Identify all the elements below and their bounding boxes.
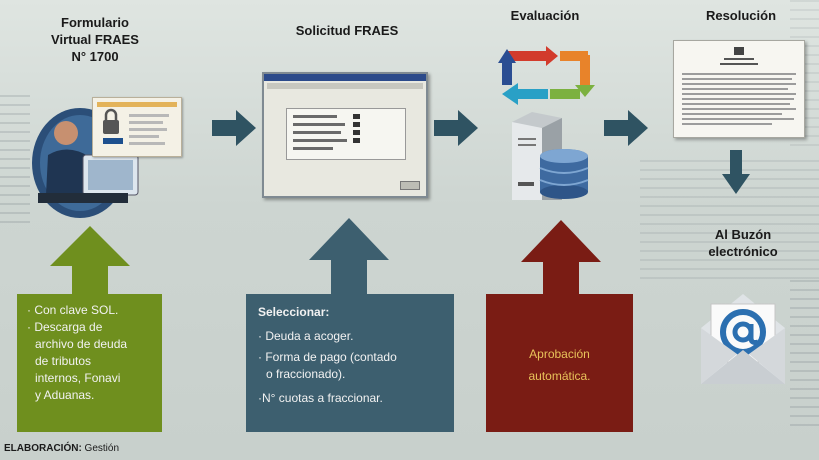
arrow-right-2 [434, 110, 478, 146]
solicitud-window [262, 72, 428, 198]
green-list: · Con clave SOL. · Descarga de archivo d… [27, 302, 152, 403]
arrow-right-1 [212, 110, 256, 146]
green-item: internos, Fonavi [35, 371, 121, 385]
up-arrow-blue [309, 218, 389, 294]
panel-blue: Seleccionar: · Deuda a acoger. · Forma d… [246, 294, 454, 432]
footer-label: ELABORACIÓN: [4, 443, 82, 454]
envelope-at-icon [701, 294, 785, 384]
document-lines [682, 47, 796, 125]
formulario-line1: Formulario [61, 15, 129, 30]
blue-item: o fraccionado). [266, 367, 346, 381]
window-toolbar [267, 83, 423, 89]
green-item: de tributos [35, 354, 92, 368]
blue-list: · Deuda a acoger. · Forma de pago (conta… [258, 328, 442, 406]
arrow-right-3 [604, 110, 648, 146]
background-text-right-bottom [790, 280, 819, 430]
solicitud-title: Solicitud FRAES [295, 23, 399, 38]
blue-item: ·N° cuotas a fraccionar. [258, 391, 383, 405]
panel-green: · Con clave SOL. · Descarga de archivo d… [17, 294, 162, 432]
window-button [400, 181, 420, 190]
buzon-title: Al Buzón electrónico [688, 226, 798, 260]
green-item: · Con clave SOL. [27, 303, 119, 317]
red-line1: Aprobación [529, 347, 590, 361]
buzon-line2: electrónico [708, 244, 778, 259]
green-item: · Descarga de [27, 320, 103, 334]
up-arrow-red [521, 220, 601, 294]
server-database-icon [512, 112, 589, 200]
formulario-line2: Virtual FRAES [51, 32, 139, 47]
login-card [92, 97, 182, 157]
lock-icon [97, 102, 177, 145]
form-rows [293, 114, 360, 150]
panel-red: Aprobación automática. [486, 294, 633, 432]
background-text-left [0, 95, 30, 225]
formulario-title: Formulario Virtual FRAES N° 1700 [20, 14, 170, 65]
resolucion-document [673, 40, 805, 138]
resolucion-title: Resolución [705, 8, 777, 23]
evaluacion-title: Evaluación [510, 8, 580, 23]
green-item: archivo de deuda [35, 337, 128, 351]
arrow-down [722, 150, 750, 194]
footer-credit: ELABORACIÓN: Gestión [4, 443, 119, 454]
cycle-arrows-icon [498, 46, 595, 105]
window-titlebar [264, 74, 426, 81]
buzon-line1: Al Buzón [714, 227, 772, 242]
blue-item: · Forma de pago (contado [258, 350, 397, 364]
blue-heading: Seleccionar: [258, 305, 330, 319]
blue-item: · Deuda a acoger. [258, 329, 354, 343]
green-item: y Aduanas. [35, 388, 95, 402]
red-line2: automática. [528, 369, 591, 383]
window-form-area [286, 108, 406, 160]
formulario-line3: N° 1700 [71, 49, 119, 64]
footer-value: Gestión [81, 443, 120, 454]
up-arrow-green [50, 226, 130, 296]
